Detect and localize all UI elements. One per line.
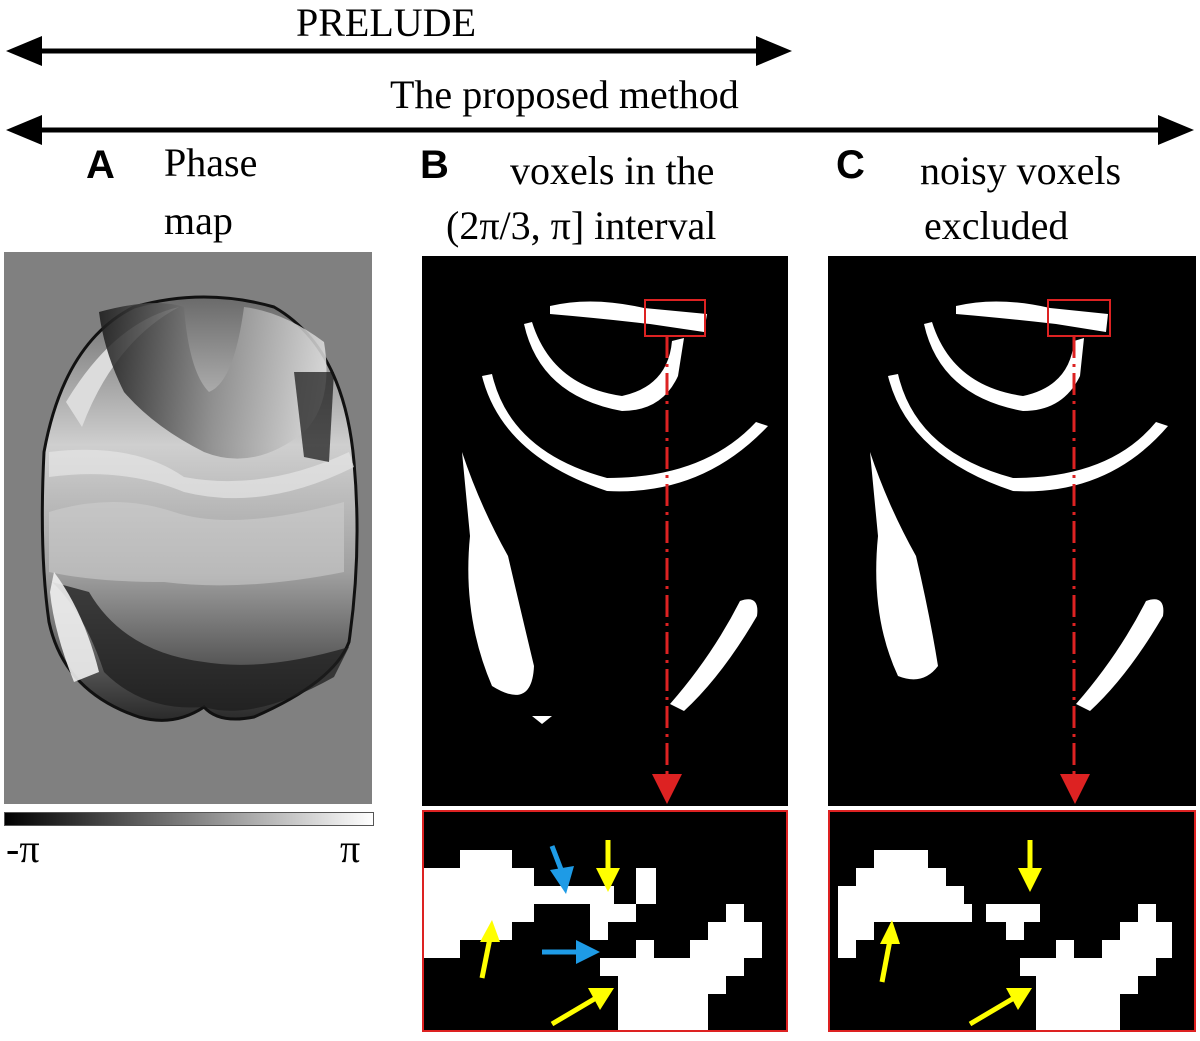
panel-a-title-line1: Phase <box>164 140 258 185</box>
panel-c-title-line1: noisy voxels <box>920 148 1122 193</box>
panel-b-voxels <box>462 299 768 804</box>
proposed-double-arrow-icon <box>6 115 1194 145</box>
panel-b-letter: B <box>420 143 449 187</box>
panel-c-letter: C <box>836 143 865 187</box>
panel-b-zoom-inset <box>422 810 788 1032</box>
panel-c-zoom-inset <box>828 810 1196 1032</box>
blue-arrow-icon <box>549 845 574 894</box>
panel-b-title-line2: (2π/3, π] interval <box>446 203 717 248</box>
yellow-arrow-icon <box>1018 840 1042 892</box>
yellow-arrow-icon <box>479 920 500 979</box>
colorbar-min-label: -π <box>6 826 40 871</box>
panel-a-letter: A <box>86 143 115 187</box>
panel-c-zoom-voxels <box>838 840 1172 1030</box>
colorbar-max-label: π <box>340 826 361 871</box>
panel-a-title-line2: map <box>164 198 233 243</box>
prelude-double-arrow-icon <box>6 36 792 66</box>
phase-map-image <box>4 252 372 804</box>
yellow-arrow-icon <box>968 988 1032 1027</box>
panel-b-image <box>422 256 788 806</box>
yellow-arrow-icon <box>879 920 900 983</box>
colorbar <box>4 812 374 826</box>
yellow-arrow-icon <box>550 988 614 1027</box>
panel-b-zoom-voxels <box>424 840 762 1030</box>
panel-b-title-line1: voxels in the <box>510 148 715 193</box>
panel-c-image <box>828 256 1196 806</box>
prelude-label: PRELUDE <box>296 0 476 45</box>
yellow-arrow-icon <box>596 840 620 892</box>
panel-c-title-line2: excluded <box>924 203 1069 248</box>
panel-c-voxels <box>870 299 1168 804</box>
proposed-method-label: The proposed method <box>390 72 739 117</box>
blue-arrow-icon <box>542 940 600 964</box>
